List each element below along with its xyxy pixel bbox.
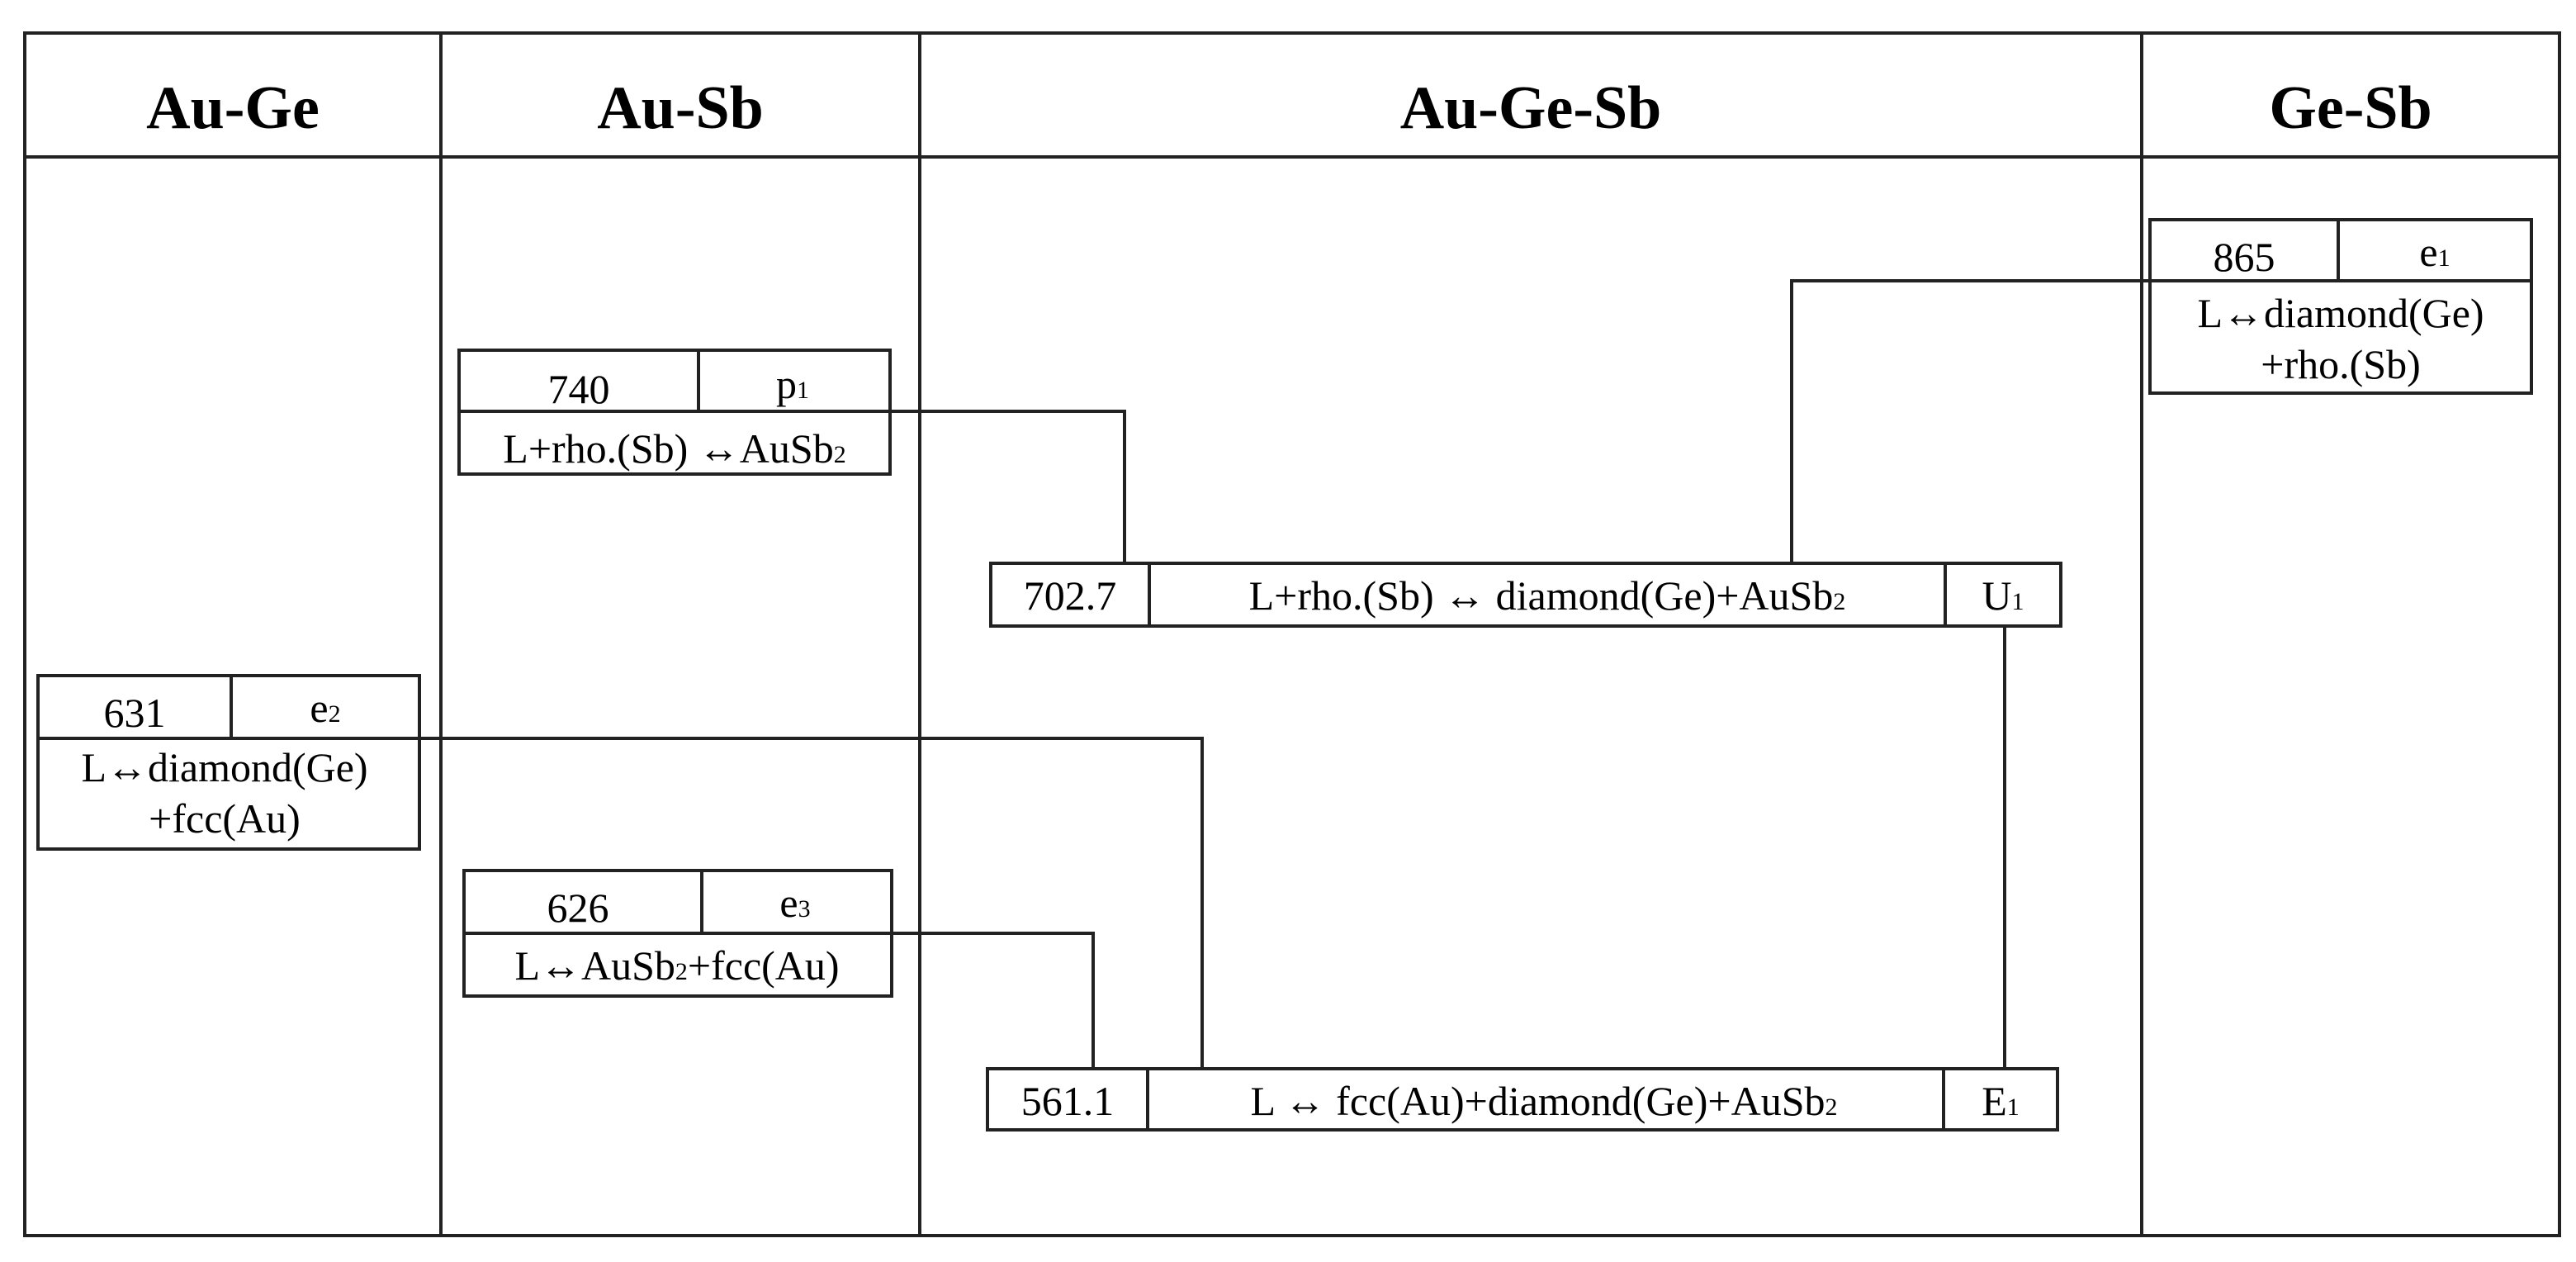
box-e2-border [36, 674, 421, 851]
label-e2: e2 [310, 685, 340, 731]
reaction-p1: L+rho.(Sb) ↔AuSb2 [503, 425, 845, 472]
connector-p1-u1 [890, 410, 1126, 563]
reaction-e1-line2: +rho.(Sb) [2261, 341, 2420, 387]
reaction-e3: L↔AuSb2+fcc(Au) [514, 942, 839, 989]
box-u1-border [989, 562, 2062, 628]
reaction-e2-line2: +fcc(Au) [149, 795, 301, 842]
temperature-p1: 740 [548, 366, 610, 412]
reaction-u1: L+rho.(Sb) ↔ diamond(Ge)+AuSb2 [1249, 572, 1846, 619]
box-e1-border [2148, 218, 2533, 395]
header-au-ge: Au-Ge [146, 74, 320, 142]
reaction-box-p1: 740 p1 L+rho.(Sb) ↔AuSb2 [457, 349, 892, 476]
reaction-box-e1: 865 e1 L↔diamond(Ge) +rho.(Sb) [2148, 218, 2533, 395]
column-headers: Au-Ge Au-Sb Au-Ge-Sb Ge-Sb [146, 74, 2432, 142]
temperature-e1-ternary: 561.1 [1021, 1078, 1115, 1124]
temperature-e2: 631 [104, 690, 166, 736]
reaction-box-e3: 626 e3 L↔AuSb2+fcc(Au) [462, 869, 893, 998]
label-p1: p1 [776, 361, 809, 407]
label-e1: e1 [2419, 229, 2450, 275]
outer-border [23, 31, 2561, 1237]
reaction-e1-ternary: L ↔ fcc(Au)+diamond(Ge)+AuSb2 [1250, 1078, 1837, 1124]
label-e1-ternary: E1 [1982, 1078, 2020, 1124]
label-e3: e3 [779, 880, 810, 926]
header-ge-sb: Ge-Sb [2269, 74, 2432, 142]
connector-e2-e1 [419, 737, 1204, 1069]
reaction-box-e2: 631 e2 L↔diamond(Ge) +fcc(Au) [36, 674, 421, 851]
header-au-ge-sb: Au-Ge-Sb [1400, 74, 1662, 142]
table-frame [23, 31, 2561, 1237]
label-u1: U1 [1982, 572, 2024, 619]
header-au-sb: Au-Sb [597, 74, 764, 142]
temperature-e3: 626 [547, 885, 609, 931]
reaction-e2-line1: L↔diamond(Ge) [81, 744, 367, 790]
reaction-box-u1: 702.7 L+rho.(Sb) ↔ diamond(Ge)+AuSb2 U1 [989, 562, 2062, 628]
temperature-u1: 702.7 [1024, 572, 1117, 619]
reaction-box-e1-ternary: 561.1 L ↔ fcc(Au)+diamond(Ge)+AuSb2 E1 [986, 1067, 2059, 1132]
box-e1-ternary-border [986, 1067, 2059, 1132]
reaction-e1-line1: L↔diamond(Ge) [2197, 290, 2484, 336]
connector-e3-e1 [892, 932, 1095, 1069]
temperature-e1: 865 [2214, 234, 2275, 280]
